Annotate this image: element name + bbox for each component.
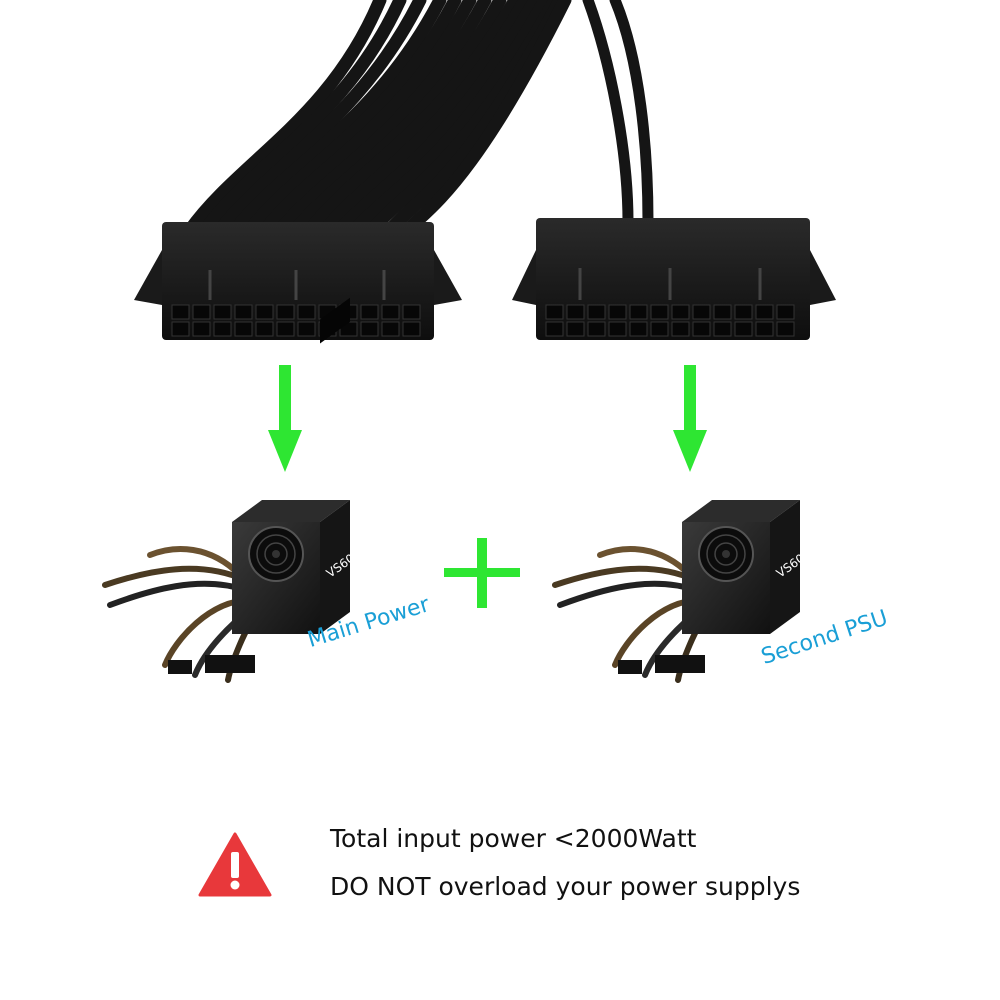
cable-pair-right xyxy=(582,0,654,228)
notice-overload-warning: DO NOT overload your power supplys xyxy=(330,872,801,901)
plus-icon xyxy=(444,538,520,608)
warning-icon xyxy=(198,832,272,897)
connector-24pin-right xyxy=(512,218,836,340)
arrow-down-right-icon xyxy=(673,365,707,472)
psu-main-image xyxy=(102,297,350,683)
notice-power-limit: Total input power <2000Watt xyxy=(330,824,697,853)
psu-second-image xyxy=(552,500,800,683)
arrow-down-left-icon xyxy=(268,365,302,472)
connector-24pin-left xyxy=(134,222,462,340)
cable-bundle-left xyxy=(183,0,572,237)
